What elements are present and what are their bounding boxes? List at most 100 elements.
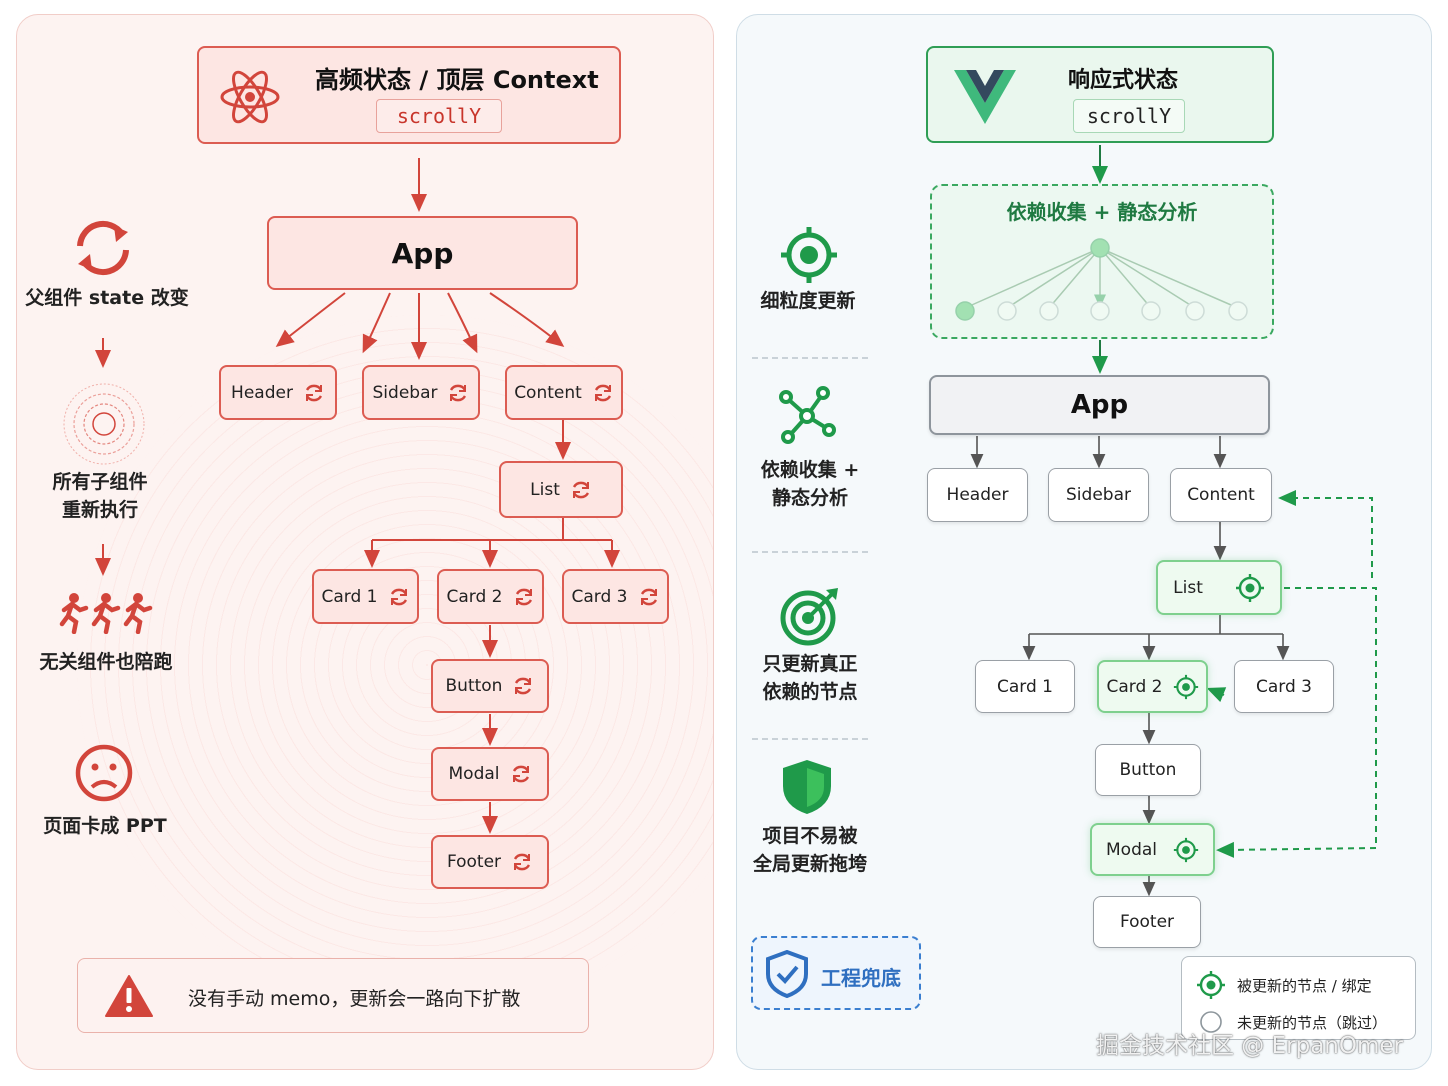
shield-check-icon [765, 949, 809, 1002]
node-label: Content [1187, 485, 1255, 505]
item3-text: 只更新真正 依赖的节点 [740, 650, 880, 706]
badge-text: 工程兜底 [821, 966, 901, 990]
node-label: Button [445, 676, 503, 696]
sad-face-icon [74, 743, 134, 807]
network-nodes-icon [776, 385, 838, 451]
empty-circle-icon [1200, 1011, 1222, 1033]
card1-node: Card 1 [975, 660, 1075, 713]
divider [752, 357, 868, 359]
top-box-title: 高频状态 / 顶层 Context [315, 66, 599, 94]
item1-text: 细粒度更新 [760, 290, 856, 312]
step2-text: 所有子组件 重新执行 [30, 468, 170, 524]
modal-node: Modal [1090, 823, 1215, 876]
node-label: Sidebar [1066, 485, 1131, 505]
card3-node: Card 3 [562, 569, 669, 624]
legend: 被更新的节点 / 绑定 未更新的节点（跳过） [1181, 956, 1416, 1040]
refresh-icon [513, 853, 531, 871]
react-atom-icon [219, 66, 281, 132]
sidebar-node: Sidebar [1048, 468, 1149, 522]
target-icon [1197, 971, 1225, 999]
header-node: Header [219, 365, 337, 420]
step2-line1: 所有子组件 [52, 471, 148, 493]
node-label: Button [1119, 760, 1177, 780]
react-panel [16, 14, 714, 1070]
header-node: Header [927, 468, 1028, 522]
divider [752, 738, 868, 740]
node-label: Header [946, 485, 1009, 505]
cycle-icon [72, 220, 134, 280]
footer-node: Footer [1093, 896, 1201, 948]
modal-node: Modal [431, 747, 549, 801]
legend-updated-label: 被更新的节点 / 绑定 [1237, 977, 1372, 995]
step2-line2: 重新执行 [61, 499, 138, 521]
step3-text: 无关组件也陪跑 [39, 651, 173, 673]
footer-node: Footer [431, 835, 549, 889]
refresh-icon [640, 588, 657, 605]
warning-triangle-icon [104, 974, 154, 1022]
ripple-background [77, 315, 713, 1015]
content-node: Content [505, 365, 623, 420]
item4-line2: 全局更新拖垮 [752, 853, 867, 875]
crosshair-icon [780, 226, 838, 288]
content-node: Content [1170, 468, 1272, 522]
top-box-title: 响应式状态 [1068, 68, 1179, 93]
scrolly-chip: scrollY [376, 99, 502, 133]
button-node: Button [1095, 744, 1201, 796]
card3-node: Card 3 [1234, 660, 1334, 713]
refresh-icon [572, 481, 589, 498]
node-label: Content [514, 382, 582, 403]
ripple-icon [62, 382, 146, 470]
button-node: Button [431, 659, 549, 713]
scrolly-chip: scrollY [1073, 99, 1185, 133]
target-icon [1173, 674, 1198, 699]
node-label: Card 1 [321, 586, 378, 607]
node-label: Modal [1106, 839, 1157, 860]
app-node: App [267, 216, 578, 290]
node-label: Footer [446, 852, 502, 872]
divider [752, 551, 868, 553]
app-label: App [1070, 390, 1129, 420]
app-node: App [929, 375, 1270, 435]
item2-text: 依赖收集 + 静态分析 [740, 456, 880, 512]
step1-text: 父组件 state 改变 [25, 287, 189, 309]
dependency-collection-box [930, 184, 1274, 339]
refresh-icon [515, 677, 532, 695]
refresh-icon [512, 765, 529, 783]
app-label: App [391, 236, 454, 270]
warning-banner: 没有手动 memo，更新会一路向下扩散 [77, 958, 589, 1033]
node-label: List [530, 479, 560, 500]
target-icon [1235, 573, 1264, 602]
target-arrow-icon [778, 586, 840, 650]
item3-line1: 只更新真正 [762, 653, 858, 675]
shield-icon [781, 758, 833, 820]
step4-text: 页面卡成 PPT [43, 815, 167, 837]
item4-line1: 项目不易被 [762, 825, 858, 847]
card2-node: Card 2 [437, 569, 544, 624]
node-label: Card 3 [571, 586, 628, 607]
watermark: 掘金技术社区 @ ErpanOmer [1096, 1033, 1403, 1059]
item2-line1: 依赖收集 + [760, 459, 860, 481]
vue-logo-icon [954, 70, 1016, 128]
refresh-icon [450, 384, 467, 401]
list-node: List [499, 461, 623, 518]
node-label: Card 1 [997, 676, 1053, 697]
node-label: List [1173, 577, 1203, 598]
node-label: Header [231, 382, 293, 403]
running-people-icon [58, 592, 154, 638]
node-label: Modal [448, 764, 500, 784]
engineering-safeguard-badge: 工程兜底 [751, 936, 921, 1010]
node-label: Card 2 [446, 586, 503, 607]
item2-line2: 静态分析 [771, 487, 848, 509]
warning-text: 没有手动 memo，更新会一路向下扩散 [188, 988, 521, 1010]
node-label: Card 2 [1106, 676, 1163, 697]
sidebar-node: Sidebar [362, 365, 480, 420]
item4-text: 项目不易被 全局更新拖垮 [740, 822, 880, 878]
card2-node: Card 2 [1097, 660, 1208, 713]
node-label: Sidebar [372, 382, 438, 403]
card1-node: Card 1 [312, 569, 419, 624]
node-label: Footer [1119, 912, 1175, 932]
node-label: Card 3 [1256, 676, 1312, 697]
refresh-icon [390, 588, 407, 605]
